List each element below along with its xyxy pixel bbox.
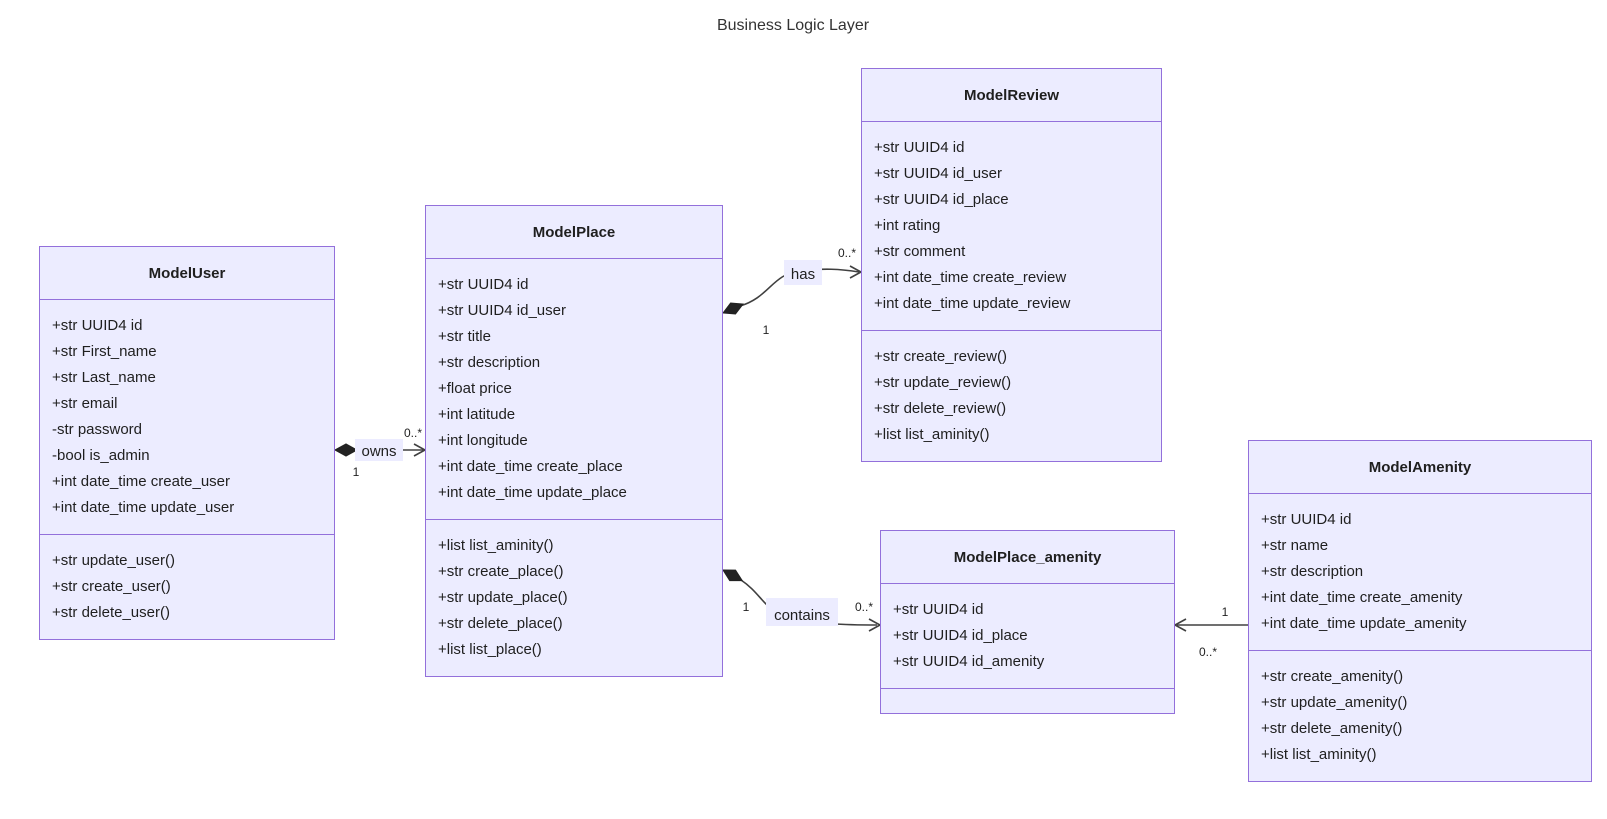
methods-section: +list list_aminity() +str create_place() +…	[426, 519, 722, 676]
class-member: +str update_place()	[438, 589, 568, 606]
class-member: +float price	[438, 380, 512, 397]
edge-label-owns: owns	[361, 443, 396, 460]
class-member: +str create_user()	[52, 578, 171, 595]
class-member: +list list_aminity()	[1261, 746, 1377, 763]
class-member: +str UUID4 id_amenity	[893, 653, 1045, 670]
open-arrow-icon	[1173, 618, 1187, 632]
class-member: +str delete_review()	[874, 400, 1007, 417]
class-member: +str description	[438, 354, 541, 371]
class-member: +list list_aminity()	[874, 426, 990, 443]
attributes-section: +str UUID4 id +str First_name +str Last_na…	[40, 300, 334, 534]
composition-diamond-icon	[722, 569, 744, 582]
class-member: -str password	[52, 421, 143, 438]
class-member: +str UUID4 id	[52, 317, 143, 334]
methods-section: +str create_amenity() +str update_amenity…	[1249, 650, 1591, 781]
class-member: +str description	[1261, 563, 1364, 580]
class-member: +int date_time create_review	[874, 269, 1067, 286]
class-member: +str UUID4 id	[1261, 511, 1352, 528]
multiplicity-amenity-to: 0..*	[1199, 645, 1217, 659]
class-member: +int date_time update_user	[52, 499, 235, 516]
edge-has	[739, 268, 860, 307]
open-arrow-icon	[849, 265, 863, 279]
composition-diamond-icon	[333, 443, 359, 457]
methods-section: +str create_review() +str update_review()…	[862, 330, 1161, 461]
open-arrow-icon	[868, 618, 882, 632]
edge-label-bg	[355, 439, 403, 461]
class-member: +str UUID4 id_place	[874, 191, 1009, 208]
class-member: +str Last_name	[52, 369, 156, 386]
class-member: +str create_amenity()	[1261, 668, 1404, 685]
class-member: +str name	[1261, 537, 1329, 554]
class-member: +str create_place()	[438, 563, 564, 580]
class-title: ModelAmenity	[1249, 441, 1591, 494]
class-member: +str email	[52, 395, 118, 412]
class-box-modelreview: ModelReview +str UUID4 id +str UUID4 id_u…	[861, 68, 1162, 462]
class-title: ModelReview	[862, 69, 1161, 122]
class-title: ModelPlace_amenity	[881, 531, 1174, 584]
attributes-section: +str UUID4 id +str UUID4 id_user +str UUID…	[862, 122, 1161, 330]
class-member: +int date_time update_amenity	[1261, 615, 1467, 632]
multiplicity-has-from: 1	[763, 323, 770, 337]
class-member: +int date_time create_place	[438, 458, 623, 475]
class-member: +int longitude	[438, 432, 528, 449]
diagram-title: Business Logic Layer	[716, 17, 870, 34]
class-member: +str UUID4 id_user	[874, 165, 1002, 182]
class-box-modeluser: ModelUser +str UUID4 id+str First_name+s…	[39, 246, 335, 640]
class-member: +str delete_place()	[438, 615, 563, 632]
edge-label-has: has	[791, 266, 815, 283]
class-member: +int date_time create_amenity	[1261, 589, 1463, 606]
class-member: +int date_time update_place	[438, 484, 627, 501]
edge-label-bg	[766, 598, 838, 626]
multiplicity-owns-from: 1	[353, 465, 360, 479]
class-member: +str delete_amenity()	[1261, 720, 1403, 737]
class-member: +int date_time create_user	[52, 473, 231, 490]
class-box-modelplace-amenity: ModelPlace_amenity +str UUID4 id+str UUI…	[880, 530, 1175, 714]
methods-section-empty	[881, 688, 1174, 713]
edge-contains	[740, 579, 878, 626]
class-member: +str title	[438, 328, 491, 345]
class-member: +str delete_user()	[52, 604, 170, 621]
methods-section: +str update_user() +str create_user() +str…	[40, 534, 334, 639]
class-box-modelamenity: ModelAmenity +str UUID4 id+str name+str …	[1248, 440, 1592, 782]
class-member: +str First_name	[52, 343, 157, 360]
attributes-section: +str UUID4 id +str UUID4 id_place +str UUI…	[881, 584, 1174, 688]
edge-label-contains: contains	[774, 607, 830, 624]
class-member: +list list_aminity()	[438, 537, 554, 554]
class-member: +str update_review()	[874, 374, 1012, 391]
class-member: -bool is_admin	[52, 447, 150, 464]
edge-label-bg	[784, 260, 822, 285]
class-member: +str update_user()	[52, 552, 175, 569]
attributes-section: +str UUID4 id +str name +str description +i…	[1249, 494, 1591, 650]
class-member: +str UUID4 id_user	[438, 302, 566, 319]
class-member: +str UUID4 id	[874, 139, 965, 156]
class-member: +str update_amenity()	[1261, 694, 1408, 711]
class-member: +str UUID4 id_place	[893, 627, 1028, 644]
class-member: +str UUID4 id	[438, 276, 529, 293]
class-member: +list list_place()	[438, 641, 542, 658]
multiplicity-contains-from: 1	[743, 600, 750, 614]
class-title: ModelUser	[40, 247, 334, 300]
class-member: +str UUID4 id	[893, 601, 984, 618]
multiplicity-amenity-from: 1	[1222, 605, 1229, 619]
composition-diamond-icon	[722, 302, 745, 315]
multiplicity-has-to: 0..*	[838, 246, 856, 260]
multiplicity-owns-to: 0..*	[404, 426, 422, 440]
class-title: ModelPlace	[426, 206, 722, 259]
class-member: +str create_review()	[874, 348, 1007, 365]
attributes-section: +str UUID4 id +str UUID4 id_user +str titl…	[426, 259, 722, 519]
class-member: +int latitude	[438, 406, 516, 423]
class-member: +int rating	[874, 217, 941, 234]
open-arrow-icon	[413, 443, 427, 457]
class-member: +str comment	[874, 243, 966, 260]
class-box-modelplace: ModelPlace +str UUID4 id +str UUID4 id_us…	[425, 205, 723, 677]
multiplicity-contains-to: 0..*	[855, 600, 873, 614]
class-member: +int date_time update_review	[874, 295, 1071, 312]
